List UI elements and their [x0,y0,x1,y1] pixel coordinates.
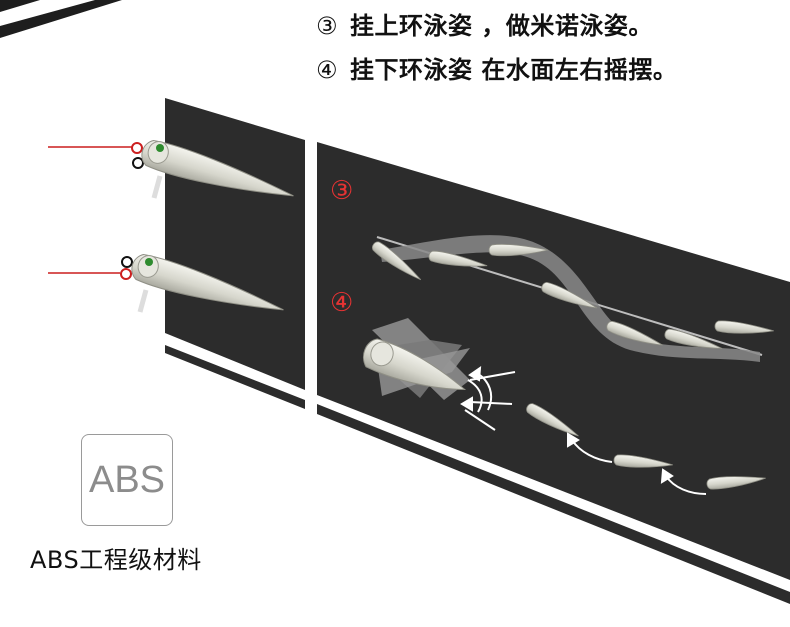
spare-ring-icon [121,256,133,268]
material-label: ABS工程级材料 [30,546,202,574]
abs-badge-text: ABS [88,458,166,501]
lure-eye-icon [145,258,153,266]
caption-number: ③ [316,12,339,40]
corner-stripe [0,0,122,38]
abs-badge: ABS [81,434,173,526]
left-panel-strip [165,345,305,409]
spare-ring-icon [132,157,144,169]
marker-upper: ③ [330,176,354,206]
right-panel-strip [317,404,790,604]
lure-lower-ring [48,250,288,325]
marker-lower: ④ [330,288,354,318]
lure-lip [151,175,163,199]
lure-lip [137,289,149,313]
path-arrows [567,432,707,495]
swim-ribbon [380,235,760,362]
wobble-arrows [460,365,516,431]
corner-stripe-top [0,0,40,12]
minnow-swim-diagram [369,235,775,362]
caption-upper-ring: ③ 挂上环泳姿 ，做米诺泳姿。 [316,6,653,41]
caption-lower-ring: ④ 挂下环泳姿 在水面左右摇摆。 [316,50,677,85]
caption-text: 挂下环泳姿 在水面左右摇摆。 [350,56,678,84]
line-ring-icon [120,268,132,280]
lure-eye-icon [156,144,164,152]
left-panel [165,98,305,390]
line-ring-icon [131,142,143,154]
caption-text: 挂上环泳姿 ，做米诺泳姿。 [350,12,653,40]
lure-upper-ring [48,136,298,211]
wobble-swim-diagram [362,318,767,495]
caption-number: ④ [316,56,339,84]
